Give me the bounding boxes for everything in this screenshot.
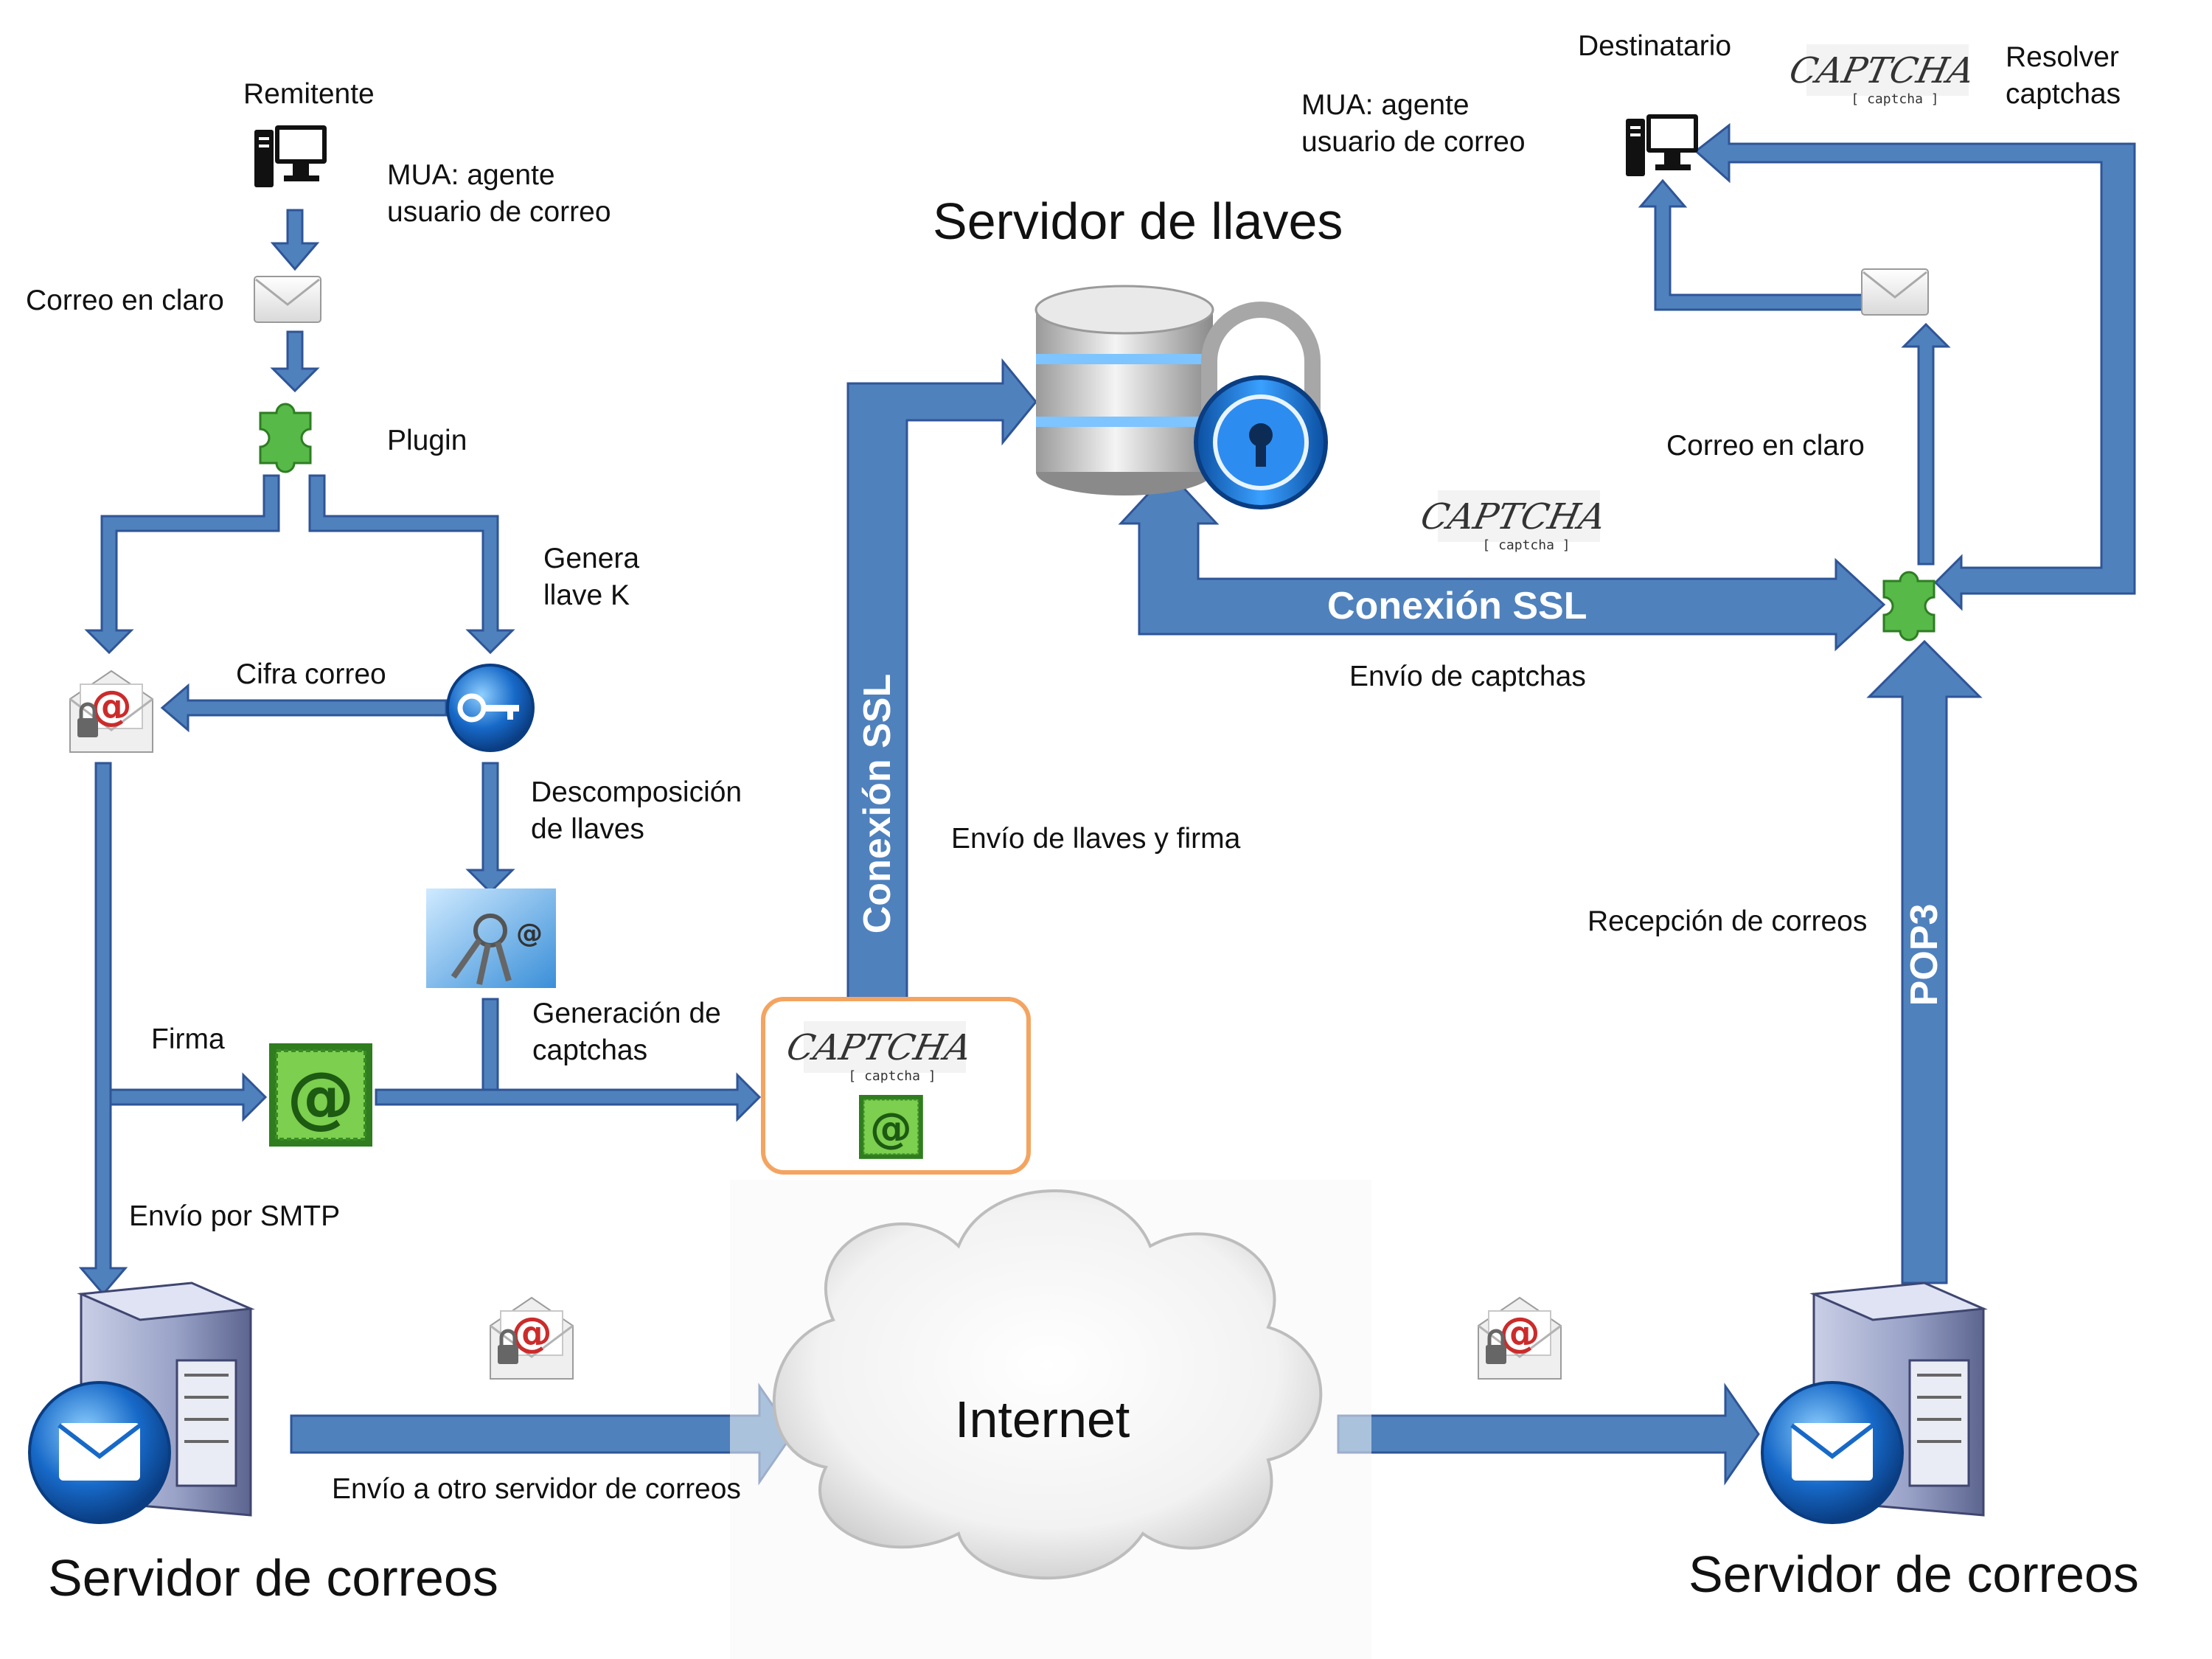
database-lock-icon: [1034, 285, 1328, 509]
svg-text:CAPTCHA: CAPTCHA: [1786, 50, 1978, 91]
arrow-key-to-keyring: [465, 762, 515, 894]
mail-server-right-title: Servidor de correos: [1688, 1545, 2139, 1603]
svg-text:CAPTCHA: CAPTCHA: [783, 1027, 975, 1068]
arrow-keyring-to-captcha-line: [481, 998, 499, 1096]
svg-text:@: @: [516, 919, 543, 949]
svg-text:[ captcha ]: [ captcha ]: [1482, 538, 1570, 553]
plugin-label: Plugin: [387, 425, 467, 456]
puzzle-piece-icon: [259, 403, 312, 473]
arrow-plugin-to-key: [308, 474, 515, 655]
pop3-label: POP3: [1903, 903, 1946, 1006]
internet-label: Internet: [955, 1391, 1130, 1448]
computer-icon: [254, 125, 327, 187]
send-captchas-label: Envío de captchas: [1349, 661, 1586, 692]
plain-mail-label: Correo en claro: [1666, 430, 1865, 462]
at-stamp-icon: [268, 1042, 374, 1148]
mail-server-icon: [1762, 1283, 1983, 1523]
keyring-icon: @: [426, 888, 556, 988]
receive-mail-label: Recepción de correos: [1587, 905, 1868, 937]
recipient-label: Destinatario: [1578, 30, 1732, 62]
solve-captchas-label: Resolver captchas: [2006, 41, 2121, 110]
key-icon: [446, 664, 535, 752]
mail-server-icon: [29, 1283, 251, 1523]
plain-mail-label: Correo en claro: [26, 285, 224, 316]
arrow-key-to-lockmail: [160, 683, 448, 733]
arrow-stamp-to-captcha: [375, 1072, 762, 1122]
svg-text:CAPTCHA: CAPTCHA: [1417, 496, 1610, 537]
arrow-envelope-to-computer: [1638, 178, 1874, 311]
locked-mail-icon: [70, 671, 153, 752]
locked-mail-icon: [1478, 1298, 1561, 1379]
svg-text:[ captcha ]: [ captcha ]: [848, 1068, 936, 1084]
ssl-vertical-label: Conexión SSL: [856, 673, 899, 934]
send-other-server-label: Envío a otro servidor de correos: [332, 1473, 741, 1505]
arrow-ssl-horizontal: [1118, 470, 1886, 652]
mua-label: MUA: agente usuario de correo: [387, 159, 611, 228]
signature-label: Firma: [151, 1023, 225, 1055]
arrow-pc-to-mail: [270, 209, 320, 271]
captcha-generation-label: Generación de captchas: [532, 998, 721, 1066]
send-keys-signature-label: Envío de llaves y firma: [951, 823, 1241, 855]
envelope-icon: [253, 275, 322, 324]
encrypt-mail-label: Cifra correo: [236, 658, 386, 690]
arrow-server-to-internet: [290, 1382, 794, 1486]
arrow-plugin-to-envelope: [1901, 322, 1951, 566]
mua-label: MUA: agente usuario de correo: [1301, 89, 1526, 158]
arrow-resolver-loop: [1694, 122, 2136, 611]
captcha-image: CAPTCHA [ captcha ]: [783, 1021, 975, 1084]
cloud-icon: [730, 1180, 1371, 1659]
locked-mail-icon: [490, 1298, 573, 1379]
puzzle-piece-icon: [1882, 571, 1935, 641]
sender-label: Remitente: [243, 78, 375, 110]
svg-text:[ captcha ]: [ captcha ]: [1851, 91, 1938, 107]
arrow-mail-to-plugin: [270, 330, 320, 393]
captcha-image: CAPTCHA [ captcha ]: [1417, 490, 1610, 553]
mail-server-left-title: Servidor de correos: [48, 1549, 498, 1607]
arrow-lockmail-to-server: [78, 762, 128, 1296]
generate-key-label: Genera llave K: [543, 543, 640, 611]
arrow-pop3: [1866, 639, 1983, 1284]
ssl-horizontal-label: Conexión SSL: [1327, 585, 1587, 627]
captcha-image: CAPTCHA [ captcha ]: [1786, 44, 1978, 107]
envelope-icon: [1860, 268, 1930, 316]
key-server-title: Servidor de llaves: [933, 192, 1343, 250]
computer-icon: [1626, 114, 1698, 176]
arrow-to-stamp: [109, 1072, 268, 1122]
key-split-label: Descomposición de llaves: [531, 776, 742, 845]
at-stamp-icon: [858, 1093, 925, 1161]
smtp-label: Envío por SMTP: [129, 1200, 341, 1232]
arrow-plugin-to-left: [84, 474, 280, 655]
arrow-internet-to-server: [1337, 1382, 1760, 1486]
